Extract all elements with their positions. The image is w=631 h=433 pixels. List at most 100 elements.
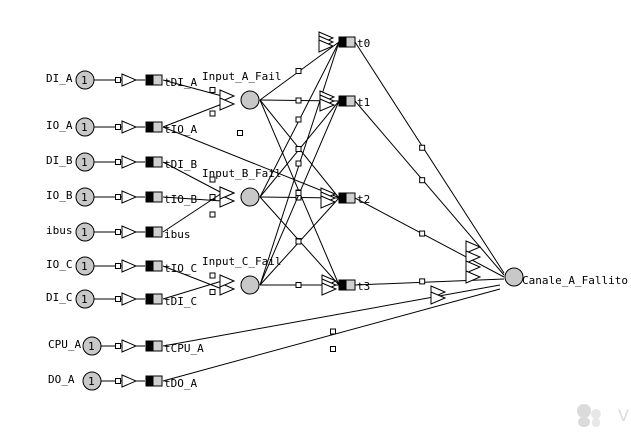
arc-weight-marker bbox=[295, 146, 302, 152]
transition-label: tDI_B bbox=[164, 158, 197, 171]
place-token-count: 1 bbox=[81, 121, 88, 134]
output-transition-t2 bbox=[338, 192, 356, 204]
transition-bar bbox=[146, 261, 154, 271]
transition-box bbox=[145, 74, 163, 86]
input-transition-io_b bbox=[145, 191, 163, 203]
arc-weight-marker bbox=[209, 176, 216, 183]
input-to-fail-arc bbox=[162, 103, 223, 128]
arc-weight-marker bbox=[330, 328, 336, 335]
place-token-count: 1 bbox=[81, 191, 88, 204]
output-arrowhead bbox=[319, 98, 336, 112]
place-label: IO_C bbox=[46, 258, 73, 271]
transition-box bbox=[145, 340, 163, 352]
transition-bar bbox=[339, 193, 347, 203]
input-arrowhead bbox=[121, 73, 138, 87]
arc-weight-marker bbox=[419, 230, 426, 237]
place-token-count: 1 bbox=[81, 156, 88, 169]
arc-weight-marker bbox=[115, 263, 121, 269]
arc-weight-marker bbox=[295, 282, 302, 288]
arc-weight-marker bbox=[115, 229, 121, 235]
transition-box bbox=[338, 95, 356, 107]
arc-weight-marker bbox=[295, 160, 302, 167]
input-to-fail-arc bbox=[162, 161, 223, 194]
input-to-fail-arc bbox=[162, 280, 223, 300]
input-arrowhead bbox=[121, 259, 138, 273]
input-transition-di_c bbox=[145, 293, 163, 305]
output-to-final-arc bbox=[354, 41, 505, 274]
transition-box bbox=[338, 36, 356, 48]
arc-weight-marker bbox=[209, 110, 216, 117]
input-place-di_b bbox=[75, 152, 95, 172]
fail-place-label: Input_B_Fail bbox=[202, 167, 281, 180]
transition-label: tCPU_A bbox=[164, 342, 204, 355]
input-arrowhead bbox=[121, 374, 138, 388]
fail-arrowhead bbox=[219, 97, 236, 111]
arc-weight-marker bbox=[330, 346, 336, 352]
input-transition-di_a bbox=[145, 74, 163, 86]
place-token-count: 1 bbox=[81, 260, 88, 273]
input-transition-io_a bbox=[145, 121, 163, 133]
transition-label: ibus bbox=[164, 228, 191, 241]
transition-label: tDI_A bbox=[164, 76, 197, 89]
fail-place bbox=[240, 187, 260, 207]
place-label: ibus bbox=[46, 224, 73, 237]
arc-weight-marker bbox=[237, 130, 243, 136]
input-place-io_c bbox=[75, 256, 95, 276]
transition-box bbox=[338, 192, 356, 204]
arc-weight-marker bbox=[295, 97, 302, 104]
transition-box bbox=[145, 293, 163, 305]
arc-weight-marker bbox=[209, 289, 216, 295]
final-place-label: Canale_A_Fallito bbox=[522, 274, 628, 287]
transition-label: tIO_C bbox=[164, 262, 197, 275]
arc-weight-marker bbox=[115, 343, 121, 349]
arc-weight-marker bbox=[419, 278, 426, 285]
input-to-fail-arc bbox=[162, 196, 223, 202]
transition-box bbox=[145, 375, 163, 387]
place-label: IO_B bbox=[46, 189, 73, 202]
arc-weight-marker bbox=[115, 296, 121, 302]
place-token-count: 1 bbox=[88, 375, 95, 388]
fail-place-label: Input_A_Fail bbox=[202, 70, 281, 83]
arcs-layer bbox=[94, 41, 505, 384]
input-place-io_a bbox=[75, 117, 95, 137]
transition-box bbox=[338, 279, 356, 291]
fail-arrowhead bbox=[219, 186, 236, 200]
watermark-letter: V bbox=[618, 406, 629, 425]
input-transition-di_b bbox=[145, 156, 163, 168]
arc-weight-marker bbox=[295, 116, 302, 123]
arc-weight-marker bbox=[115, 159, 121, 165]
place-label: DO_A bbox=[48, 373, 75, 386]
transition-box bbox=[145, 191, 163, 203]
input-place-di_a bbox=[75, 70, 95, 90]
input-arrowhead bbox=[121, 339, 138, 353]
input-transition-do_a bbox=[145, 375, 163, 387]
arc-weight-marker bbox=[419, 177, 426, 184]
place-token-count: 1 bbox=[81, 293, 88, 306]
output-transition-label: t2 bbox=[357, 193, 370, 206]
final-arrowhead bbox=[465, 240, 482, 254]
output-transition-t0 bbox=[338, 36, 356, 48]
output-transition-t3 bbox=[338, 279, 356, 291]
transition-bar bbox=[146, 341, 154, 351]
place-label: DI_C bbox=[46, 291, 73, 304]
arc-weight-marker bbox=[115, 77, 121, 83]
input-to-fail-arc bbox=[162, 79, 223, 97]
arc-weight-marker bbox=[209, 272, 216, 279]
transition-box bbox=[145, 226, 163, 238]
input-to-fail-arc bbox=[162, 192, 223, 233]
transition-bar bbox=[146, 294, 154, 304]
transition-bar bbox=[146, 192, 154, 202]
final-arrowhead bbox=[465, 260, 482, 274]
place-label: DI_A bbox=[46, 72, 73, 85]
fail-place-label: Input_C_Fail bbox=[202, 255, 281, 268]
nodes-layer bbox=[75, 31, 524, 391]
watermark: V bbox=[574, 402, 629, 428]
output-transition-label: t0 bbox=[357, 37, 370, 50]
input-place-do_a bbox=[82, 371, 102, 391]
arc-weight-marker bbox=[295, 190, 302, 196]
transition-bar bbox=[146, 75, 154, 85]
arc-weight-marker bbox=[115, 378, 121, 384]
place-token-count: 1 bbox=[81, 226, 88, 239]
